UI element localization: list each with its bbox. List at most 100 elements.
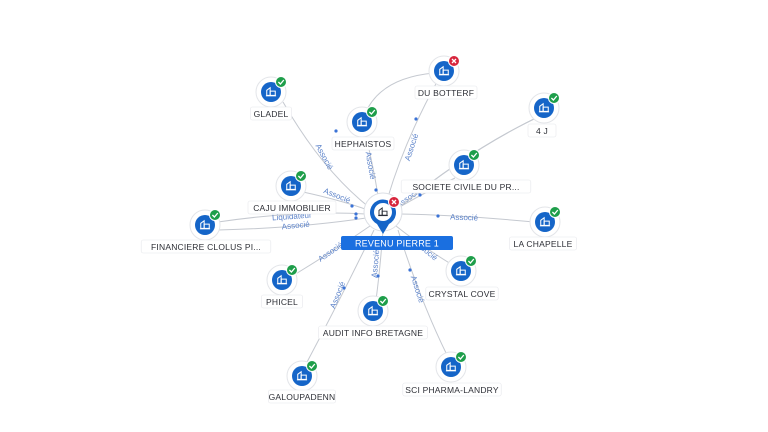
nodes-layer: GLADEL HEPHAISTOS DU BOTTERF 4 J SOCIETE CIV… [140, 55, 577, 404]
check-icon [306, 360, 318, 372]
node-audit-info[interactable]: AUDIT INFO BRETAGNE [318, 295, 428, 340]
node-label-box [261, 294, 303, 309]
node-core [281, 176, 301, 196]
node-financiere[interactable]: FINANCIERE CLOLUS PI... [140, 209, 272, 254]
edge-arrow [354, 216, 358, 220]
check-icon [468, 149, 480, 161]
node-hephaistos[interactable]: HEPHAISTOS [331, 106, 395, 151]
node-core [451, 261, 471, 281]
node-label: GLADEL [254, 109, 289, 119]
node-galoupadenn[interactable]: GALOUPADENN [268, 360, 336, 404]
node-label-box [331, 136, 395, 151]
edge-arrow [418, 193, 422, 197]
cross-icon [388, 196, 400, 208]
node-label: DU BOTTERF [418, 88, 474, 98]
building-icon [378, 207, 388, 217]
node-label: CRYSTAL COVE [429, 289, 496, 299]
node-label-box [318, 325, 428, 340]
node-label-box [400, 179, 532, 194]
node-societe-civile[interactable]: SOCIETE CIVILE DU PR... [400, 149, 532, 194]
check-icon [366, 106, 378, 118]
edge-label: Associé [0, 0, 15, 2]
building-icon [265, 86, 277, 97]
edge-line-du-botterf [364, 72, 435, 115]
node-label-box [268, 389, 336, 404]
node-core [352, 112, 372, 132]
edge-arrow [414, 117, 418, 121]
node-label: SCI PHARMA-LANDRY [405, 385, 499, 395]
node-core [261, 82, 281, 102]
node-core [441, 357, 461, 377]
node-core [292, 366, 312, 386]
node-label-box [414, 85, 478, 100]
center-node[interactable]: REVENU PIERRE 1 [341, 192, 453, 250]
node-core [454, 155, 474, 175]
edge-arrow [334, 129, 338, 133]
edge-label: Associé [450, 213, 479, 223]
node-core [535, 212, 555, 232]
center-label-box [341, 236, 453, 250]
check-icon [275, 76, 287, 88]
node-label-box [527, 123, 557, 138]
edge-arrow [436, 214, 440, 218]
node-4j[interactable]: 4 J [527, 92, 560, 138]
edge-arrow [342, 286, 346, 290]
check-icon [549, 206, 561, 218]
edge-label: Associé [409, 275, 426, 305]
building-icon [455, 265, 467, 276]
edge-la-chapelle: Associé [399, 213, 535, 223]
check-icon [286, 264, 298, 276]
node-crystal-cove[interactable]: CRYSTAL COVE [425, 255, 499, 301]
node-sci-pharma[interactable]: SCI PHARMA-LANDRY [402, 351, 502, 397]
edge-label: Associé [328, 280, 347, 310]
node-phicel[interactable]: PHICEL [261, 264, 303, 309]
node-label: GALOUPADENN [269, 392, 336, 402]
building-icon [458, 159, 470, 170]
edge-phicel: Associé [293, 225, 371, 276]
node-core [534, 98, 554, 118]
center-pin-inner [374, 203, 392, 221]
building-icon [539, 216, 551, 227]
edge-label: Associé [364, 151, 378, 181]
edge-line [302, 191, 369, 211]
center-label: REVENU PIERRE 1 [355, 239, 439, 249]
node-core [434, 61, 454, 81]
edge-label: Associé [370, 249, 381, 278]
building-icon [296, 370, 308, 381]
node-label-box [247, 200, 337, 215]
building-icon [199, 219, 211, 230]
node-label: AUDIT INFO BRETAGNE [323, 328, 423, 338]
building-icon [285, 180, 297, 191]
node-caju[interactable]: CAJU IMMOBILIER [247, 170, 337, 215]
node-label: CAJU IMMOBILIER [253, 203, 331, 213]
node-label-box [250, 106, 292, 121]
building-icon [367, 305, 379, 316]
edge-arrow [408, 268, 412, 272]
check-icon [455, 351, 467, 363]
node-label: PHICEL [266, 297, 298, 307]
edge-label: Associé [281, 220, 310, 232]
edge-arrow [374, 188, 378, 192]
check-icon [465, 255, 477, 267]
node-core [272, 270, 292, 290]
node-gladel[interactable]: GLADEL [250, 76, 292, 121]
check-icon [295, 170, 307, 182]
node-du-botterf[interactable]: DU BOTTERF [414, 55, 478, 100]
edge-label: Associé [317, 240, 346, 264]
node-label: LA CHAPELLE [514, 239, 573, 249]
node-la-chapelle[interactable]: LA CHAPELLE [509, 206, 577, 251]
building-icon [445, 361, 457, 372]
building-icon [356, 116, 368, 127]
node-label: FINANCIERE CLOLUS PI... [151, 242, 261, 252]
cross-icon [448, 55, 460, 67]
check-icon [377, 295, 389, 307]
node-core [363, 301, 383, 321]
node-label-box [402, 382, 502, 397]
node-label: 4 J [536, 126, 548, 136]
node-label-box [140, 239, 272, 254]
edge-arrow [350, 204, 354, 208]
edge-arrow [376, 274, 380, 278]
building-icon [438, 65, 450, 76]
node-core [195, 215, 215, 235]
